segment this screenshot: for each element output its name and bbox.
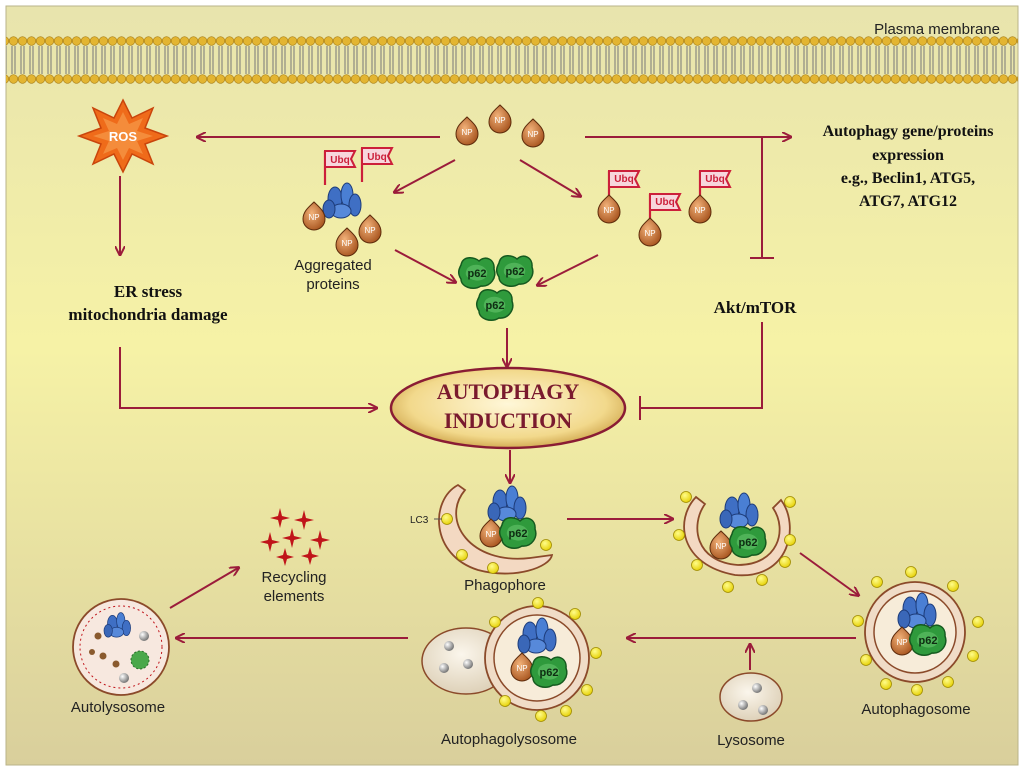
ubq-label: Ubq: [705, 174, 724, 185]
ubq-label: Ubq: [614, 174, 633, 185]
np-label: NP: [364, 226, 375, 235]
ubq-label: Ubq: [655, 197, 674, 208]
np-label: NP: [644, 229, 655, 238]
closing-vesicle: NP p62: [673, 491, 796, 593]
plasma-membrane-label: Plasma membrane: [874, 21, 1000, 38]
aggregated-proteins-label-line2: proteins: [306, 276, 359, 293]
lysosome-label: Lysosome: [717, 732, 785, 749]
arrow-er-stress-to-induction: [119, 347, 376, 408]
inhibition-lines: [639, 137, 774, 420]
akt-mtor-label: Akt/mTOR: [714, 298, 798, 317]
p62-label: p62: [468, 268, 487, 280]
gene-expression-label-line1: Autophagy gene/proteins: [823, 123, 994, 140]
p62-trio: p62 p62 p62: [457, 254, 534, 321]
np-label: NP: [494, 116, 505, 125]
autophagosome: NP p62: [852, 566, 984, 696]
p62-label: p62: [486, 300, 505, 312]
p62-label: p62: [919, 635, 938, 647]
gene-expression-label-line2: expression: [872, 147, 944, 164]
inhibit-induction-stem: [640, 322, 763, 409]
autophagolysosome-label: Autophagolysosome: [441, 731, 577, 748]
np-label: NP: [896, 638, 907, 647]
arrow-np-to-aggregated: [395, 159, 456, 192]
ubq-label: Ubq: [367, 152, 386, 163]
gene-expression-label-line3: e.g., Beclin1, ATG5,: [841, 170, 975, 187]
arrow-ubq-to-p62: [538, 254, 599, 285]
p62-label: p62: [506, 266, 525, 278]
phagophore: NP p62: [434, 483, 554, 575]
autolysosome: [72, 598, 170, 696]
gene-expression-label-line4: ATG7, ATG12: [859, 193, 957, 210]
plasma-membrane: [6, 32, 1018, 88]
ubiquitinated-np-group: Ubq NP Ubq NP Ubq NP: [597, 169, 732, 247]
recycling-label-line2: elements: [264, 588, 325, 605]
ros-burst: ROS: [76, 98, 170, 174]
arrow-cup-to-autophagosome: [799, 552, 858, 595]
induction-label-line1: AUTOPHAGY: [437, 379, 580, 404]
flow-arrows: [120, 137, 858, 670]
np-label: NP: [485, 530, 496, 539]
p62-label: p62: [509, 528, 528, 540]
arrow-aggregated-to-p62: [394, 249, 455, 282]
aggregated-proteins-label-line1: Aggregated: [294, 257, 372, 274]
recycling-elements-icon: [260, 508, 330, 566]
autophagy-induction-node: AUTOPHAGY INDUCTION: [389, 366, 627, 450]
np-label: NP: [694, 206, 705, 215]
np-label: NP: [527, 130, 538, 139]
autolysosome-label: Autolysosome: [71, 699, 165, 716]
np-label: NP: [516, 664, 527, 673]
ubq-label: Ubq: [330, 155, 349, 166]
np-label: NP: [308, 213, 319, 222]
np-label: NP: [461, 128, 472, 137]
ros-label: ROS: [109, 129, 138, 144]
lc3-label: LC3: [410, 515, 429, 526]
er-stress-label-line1: ER stress: [114, 282, 183, 301]
p62-label: p62: [540, 667, 559, 679]
phagophore-label: Phagophore: [464, 577, 546, 594]
p62-label: p62: [739, 537, 758, 549]
autophagolysosome: NP p62: [421, 597, 602, 722]
lysosome: [719, 672, 783, 722]
np-label: NP: [715, 542, 726, 551]
arrow-to-recycling: [169, 568, 238, 609]
er-stress-label-line2: mitochondria damage: [68, 305, 228, 324]
autophagosome-label: Autophagosome: [861, 701, 970, 718]
arrow-np-to-ubq: [519, 159, 580, 196]
induction-label-line2: INDUCTION: [444, 408, 572, 433]
np-label: NP: [603, 206, 614, 215]
recycling-label-line1: Recycling: [261, 569, 326, 586]
np-trio: NP NP NP: [455, 104, 545, 148]
aggregated-protein-complex: Ubq Ubq NP NP NP: [302, 146, 394, 257]
np-label: NP: [341, 239, 352, 248]
